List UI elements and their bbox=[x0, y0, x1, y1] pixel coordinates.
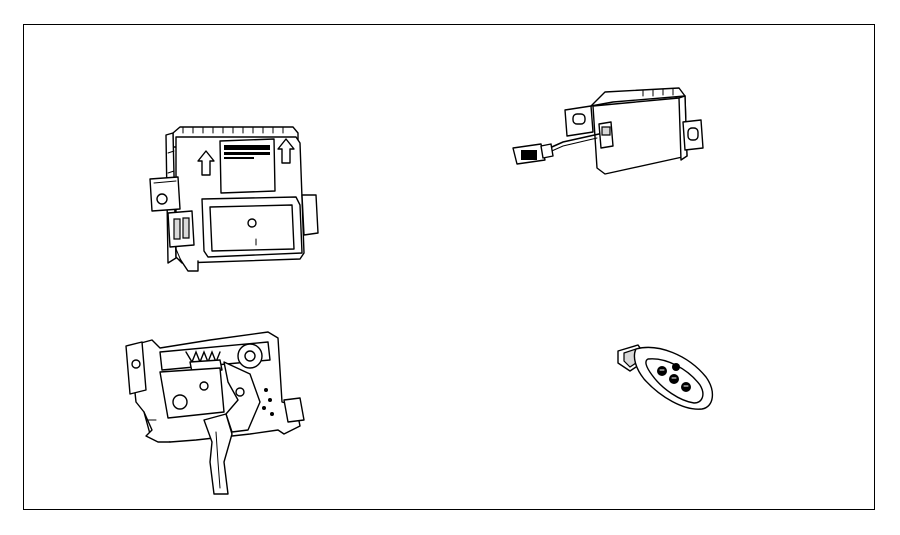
control-module-part[interactable] bbox=[128, 103, 328, 273]
control-module-icon bbox=[128, 103, 328, 273]
key-fob-icon bbox=[588, 315, 738, 425]
hood-latch-part[interactable] bbox=[100, 302, 320, 502]
hood-latch-icon bbox=[100, 302, 320, 502]
key-fob-part[interactable] bbox=[588, 315, 738, 425]
antenna-receiver-part[interactable] bbox=[493, 72, 713, 192]
antenna-receiver-icon bbox=[493, 72, 713, 192]
